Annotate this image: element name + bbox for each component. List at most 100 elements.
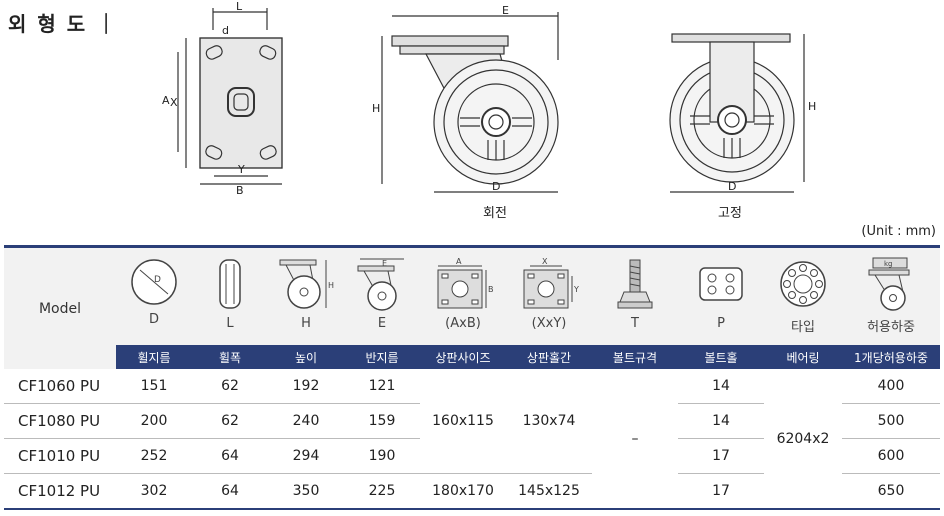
- cell-D: 252: [116, 438, 192, 474]
- table-row: CF1012 PU 302 64 350 225 180x170 145x125…: [4, 473, 940, 510]
- drawing-label-E: E: [502, 4, 509, 17]
- cell-XxY: 145x125: [506, 473, 592, 510]
- col-name-bearing: 베어링: [764, 345, 842, 369]
- col-symbol-L: L: [226, 316, 234, 331]
- col-symbol-H: H: [301, 316, 311, 331]
- col-symbol-bearing: 타입: [791, 320, 815, 335]
- plate-size-icon: AB: [437, 257, 494, 309]
- svg-text:B: B: [488, 285, 494, 294]
- cell-load: 400: [842, 369, 940, 404]
- drawing-label-H-fixed: H: [808, 100, 816, 113]
- svg-text:kg: kg: [884, 260, 893, 268]
- drawing-label-Y: Y: [237, 163, 245, 176]
- cell-E: 225: [344, 473, 420, 510]
- col-name-L: 휠폭: [192, 345, 268, 369]
- cell-D: 200: [116, 403, 192, 439]
- cell-P: 14: [678, 403, 764, 439]
- cell-E: 190: [344, 438, 420, 474]
- cell-H: 192: [268, 369, 344, 404]
- cell-model: CF1012 PU: [4, 473, 116, 510]
- cell-model: CF1060 PU: [4, 369, 116, 404]
- fixed-caster-drawing: H D: [669, 33, 816, 193]
- cell-bearing-merged: 6204x2: [764, 369, 842, 510]
- cell-load: 500: [842, 403, 940, 439]
- col-name-XxY: 상판홀간: [506, 345, 592, 369]
- col-header-T: T: [592, 245, 678, 345]
- section-title: 외 형 도 ｜: [8, 12, 119, 36]
- cell-P: 17: [678, 438, 764, 474]
- table-row: CF1010 PU 252 64 294 190 17 600: [4, 438, 940, 474]
- cell-model: CF1080 PU: [4, 403, 116, 439]
- cell-E: 121: [344, 369, 420, 404]
- col-symbol-load: 허용하중: [867, 320, 915, 335]
- cell-D: 302: [116, 473, 192, 510]
- cell-H: 350: [268, 473, 344, 510]
- wheel-diameter-icon: D: [131, 259, 177, 305]
- wheel-width-icon: [219, 259, 241, 309]
- fixed-caption: 고정: [718, 206, 742, 221]
- caster-height-icon: H: [279, 259, 334, 309]
- col-header-H: H H: [268, 245, 344, 345]
- col-name-E: 반지름: [344, 345, 420, 369]
- col-name-P: 볼트홀: [678, 345, 764, 369]
- cell-E: 159: [344, 403, 420, 439]
- bolt-icon: [617, 259, 653, 309]
- svg-text:Y: Y: [573, 285, 579, 294]
- col-header-bearing: 타입: [764, 245, 842, 345]
- drawing-label-B: B: [236, 184, 244, 197]
- swivel-radius-icon: E: [357, 258, 404, 311]
- col-header-L: L: [192, 245, 268, 345]
- cell-H: 294: [268, 438, 344, 474]
- cell-L: 64: [192, 438, 268, 474]
- col-name-H: 높이: [268, 345, 344, 369]
- col-name-T: 볼트규격: [592, 345, 678, 369]
- col-symbol-XxY: (XxY): [531, 316, 567, 331]
- col-header-load: kg 허용하중: [842, 245, 940, 345]
- cell-D: 151: [116, 369, 192, 404]
- bolt-hole-icon: [699, 267, 743, 301]
- drawing-label-H-swivel: H: [372, 102, 380, 115]
- cell-H: 240: [268, 403, 344, 439]
- svg-text:A: A: [456, 257, 462, 266]
- cell-AxB-merged: 160x115: [420, 369, 506, 474]
- top-plate-drawing: L d A X Y B: [162, 0, 283, 197]
- svg-text:E: E: [382, 259, 387, 268]
- cell-L: 62: [192, 403, 268, 439]
- cell-T-merged: –: [592, 369, 678, 510]
- table-row: CF1080 PU 200 62 240 159 14 500: [4, 403, 940, 439]
- load-capacity-icon: kg: [868, 257, 910, 311]
- cell-L: 62: [192, 369, 268, 404]
- cell-load: 650: [842, 473, 940, 510]
- col-symbol-D: D: [148, 312, 159, 327]
- col-symbol-T: T: [631, 316, 639, 331]
- cell-P: 14: [678, 369, 764, 404]
- cell-L: 64: [192, 473, 268, 510]
- cell-model: CF1010 PU: [4, 438, 116, 474]
- table-row: CF1060 PU 151 62 192 121 160x115 130x74 …: [4, 369, 940, 510]
- cell-load: 600: [842, 438, 940, 474]
- drawing-label-L: L: [236, 0, 243, 13]
- col-symbol-P: P: [717, 316, 725, 331]
- drawing-label-D-swivel: D: [492, 180, 500, 193]
- col-name-D: 휠지름: [116, 345, 192, 369]
- col-name-load: 1개당허용하중: [842, 345, 940, 369]
- svg-text:D: D: [154, 275, 161, 285]
- plate-hole-spacing-icon: XY: [523, 257, 579, 309]
- col-header-E: E E: [344, 245, 420, 345]
- col-symbol-AxB: (AxB): [445, 316, 481, 331]
- model-header: Model: [4, 245, 116, 369]
- drawing-label-d: d: [222, 24, 229, 37]
- col-symbol-E: E: [377, 316, 387, 331]
- col-header-P: P: [678, 245, 764, 345]
- cell-AxB: 180x170: [420, 473, 506, 510]
- drawing-label-A: A: [162, 94, 170, 107]
- swivel-caption: 회전: [483, 206, 507, 221]
- bearing-icon: [780, 261, 826, 307]
- drawing-label-D-fixed: D: [728, 180, 736, 193]
- svg-text:X: X: [542, 257, 548, 266]
- col-header-D: D D: [116, 245, 192, 345]
